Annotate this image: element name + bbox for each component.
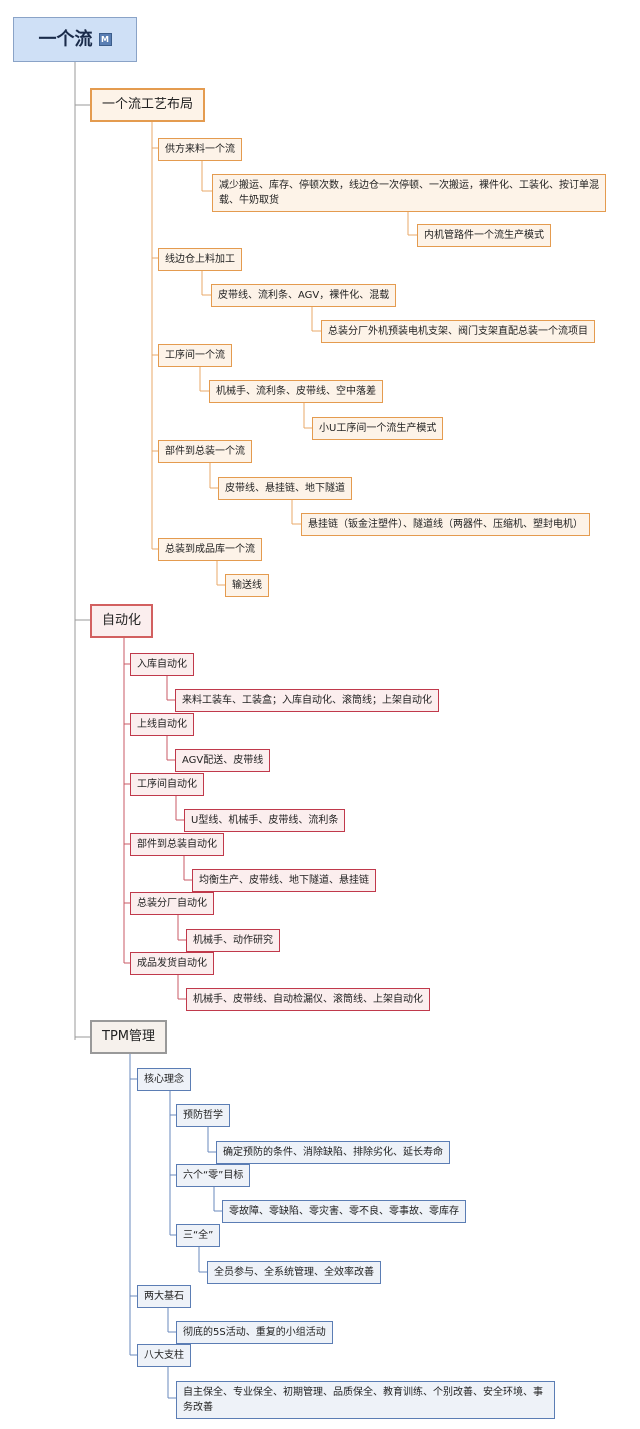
detail-inter-process-automation[interactable]: U型线、机械手、皮带线、流利条 [184, 809, 346, 832]
detail-parts-to-assembly-automation[interactable]: 均衡生产、皮带线、地下隧道、悬挂链 [192, 869, 376, 892]
map-marker-icon: M [98, 33, 112, 46]
detail-parts-to-assembly-flow-2[interactable]: 悬挂链（钣金注塑件）、隧道线（两器件、压缩机、塑封电机） [301, 513, 590, 536]
topic-parts-to-assembly-automation[interactable]: 部件到总装自动化 [130, 833, 224, 856]
topic-online-automation[interactable]: 上线自动化 [130, 713, 194, 736]
topic-assembly-to-warehouse-flow[interactable]: 总装到成品库一个流 [158, 538, 262, 561]
topic-assembly-plant-automation[interactable]: 总装分厂自动化 [130, 892, 214, 915]
detail-six-zero-goals[interactable]: 零故障、零缺陷、零灾害、零不良、零事故、零库存 [222, 1200, 466, 1223]
detail-online-automation[interactable]: AGV配送、皮带线 [175, 749, 271, 772]
topic-eight-pillars[interactable]: 八大支柱 [137, 1344, 191, 1367]
root-topic[interactable]: 一个流 M [13, 17, 137, 62]
topic-one-piece-flow-layout[interactable]: 一个流工艺布局 [90, 88, 206, 122]
root-title: 一个流 [38, 29, 93, 50]
topic-shipping-automation[interactable]: 成品发货自动化 [130, 952, 214, 975]
topic-six-zero-goals[interactable]: 六个“零”目标 [176, 1164, 251, 1187]
topic-core-concept[interactable]: 核心理念 [137, 1068, 191, 1091]
detail-assembly-to-warehouse-flow-1[interactable]: 输送线 [225, 574, 269, 597]
topic-supplier-flow[interactable]: 供方来料一个流 [158, 138, 242, 161]
detail-lineside-loading-2[interactable]: 总装分厂外机预装电机支架、阀门支架直配总装一个流项目 [321, 320, 595, 343]
topic-three-totals[interactable]: 三“全” [176, 1224, 221, 1247]
topic-prevention-philosophy[interactable]: 预防哲学 [176, 1104, 230, 1127]
detail-three-totals[interactable]: 全员参与、全系统管理、全效率改善 [207, 1261, 381, 1284]
detail-inbound-automation[interactable]: 来料工装车、工装盒；入库自动化、滚筒线；上架自动化 [175, 689, 439, 712]
detail-assembly-plant-automation[interactable]: 机械手、动作研究 [186, 929, 280, 952]
topic-inter-process-flow[interactable]: 工序间一个流 [158, 344, 232, 367]
topic-parts-to-assembly-flow[interactable]: 部件到总装一个流 [158, 440, 252, 463]
detail-inter-process-flow-1[interactable]: 机械手、流利条、皮带线、空中落差 [209, 380, 383, 403]
detail-eight-pillars[interactable]: 自主保全、专业保全、初期管理、品质保全、教育训练、个别改善、安全环境、事务改善 [176, 1381, 555, 1419]
detail-shipping-automation[interactable]: 机械手、皮带线、自动检漏仪、滚筒线、上架自动化 [186, 988, 430, 1011]
topic-two-cornerstones[interactable]: 两大基石 [137, 1285, 191, 1308]
topic-lineside-loading[interactable]: 线边仓上料加工 [158, 248, 242, 271]
detail-prevention-philosophy[interactable]: 确定预防的条件、消除缺陷、排除劣化、延长寿命 [216, 1141, 450, 1164]
detail-inter-process-flow-2[interactable]: 小U工序间一个流生产模式 [312, 417, 444, 440]
topic-automation[interactable]: 自动化 [90, 604, 154, 638]
detail-supplier-flow-1[interactable]: 减少搬运、库存、停顿次数，线边仓一次停顿、一次搬运，裸件化、工装化、按订单混载、… [212, 174, 606, 212]
detail-lineside-loading-1[interactable]: 皮带线、流利条、AGV，裸件化、混载 [211, 284, 397, 307]
detail-two-cornerstones[interactable]: 彻底的5S活动、重复的小组活动 [176, 1321, 333, 1344]
detail-supplier-flow-2[interactable]: 内机管路件一个流生产模式 [417, 224, 551, 247]
topic-inbound-automation[interactable]: 入库自动化 [130, 653, 194, 676]
topic-inter-process-automation[interactable]: 工序间自动化 [130, 773, 204, 796]
topic-tpm-management[interactable]: TPM管理 [90, 1020, 167, 1054]
detail-parts-to-assembly-flow-1[interactable]: 皮带线、悬挂链、地下隧道 [218, 477, 352, 500]
